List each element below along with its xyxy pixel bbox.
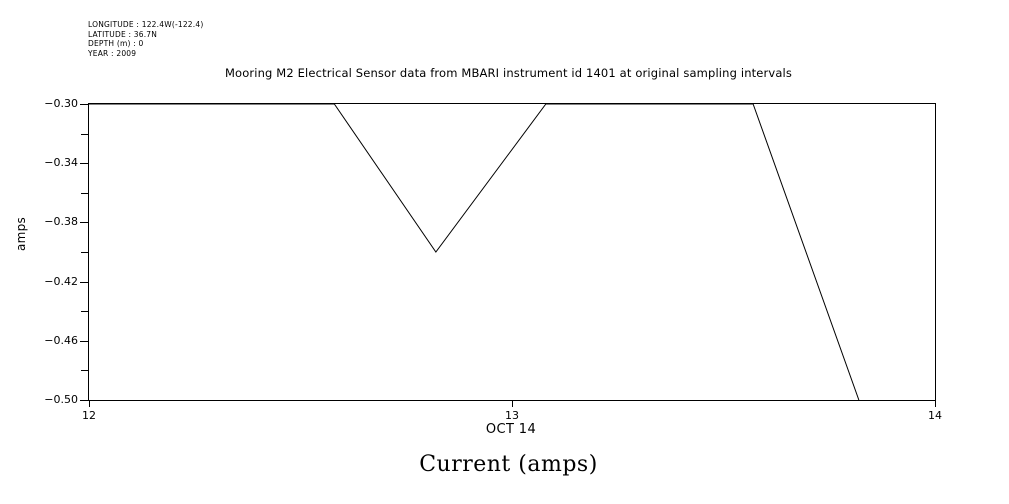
y-axis-tick — [81, 370, 89, 372]
figure-caption-text: Current (amps) — [419, 452, 598, 477]
plot-canvas — [89, 104, 935, 400]
chart-title: Mooring M2 Electrical Sensor data from M… — [0, 66, 1009, 80]
x-axis-tick-label: 14 — [928, 409, 942, 422]
metadata-year: YEAR : 2009 — [88, 48, 137, 58]
metadata-longitude: LONGITUDE : 122.4W(-122.4) — [88, 20, 204, 29]
x-axis-tick-label: 12 — [82, 409, 96, 422]
metadata-block: LONGITUDE : 122.4W(-122.4) LATITUDE : 36… — [88, 20, 203, 58]
metadata-latitude: LATITUDE : 36.7N — [88, 29, 158, 39]
y-axis-tick — [80, 163, 89, 165]
y-axis-tick-label: −0.46 — [44, 333, 78, 347]
data-series-line — [89, 104, 859, 400]
y-axis-tick — [80, 222, 89, 224]
x-axis-tick — [935, 400, 936, 407]
y-axis-tick — [81, 311, 89, 313]
y-axis-tick — [81, 192, 89, 194]
y-axis-tick-label: −0.42 — [44, 274, 78, 288]
metadata-depth: DEPTH (m) : 0 — [88, 39, 144, 48]
x-axis-title: OCT 14 — [485, 422, 537, 437]
y-axis-title: amps — [14, 216, 28, 251]
y-axis-tick — [80, 281, 89, 283]
plot-area: −0.30 −0.34 −0.38 −0.42 −0.46 −0.50 12 13 14 — [44, 97, 942, 422]
y-axis-tick-label: −0.30 — [44, 97, 78, 110]
x-axis-tick — [89, 400, 90, 407]
y-axis-tick — [81, 133, 89, 135]
y-axis-tick-label: −0.34 — [44, 156, 78, 170]
y-axis-tick-label: −0.50 — [44, 393, 78, 406]
figure-caption: Current (amps) — [0, 452, 1009, 477]
y-axis-tick — [80, 340, 89, 342]
y-axis-tick — [81, 252, 89, 253]
x-axis-tick-label: 13 — [505, 409, 519, 422]
x-axis-tick — [512, 400, 513, 407]
chart-title-text: Mooring M2 Electrical Sensor data from M… — [224, 66, 793, 80]
y-axis-tick — [80, 400, 89, 401]
y-axis-tick — [80, 104, 89, 105]
y-axis-tick-label: −0.38 — [44, 215, 78, 229]
